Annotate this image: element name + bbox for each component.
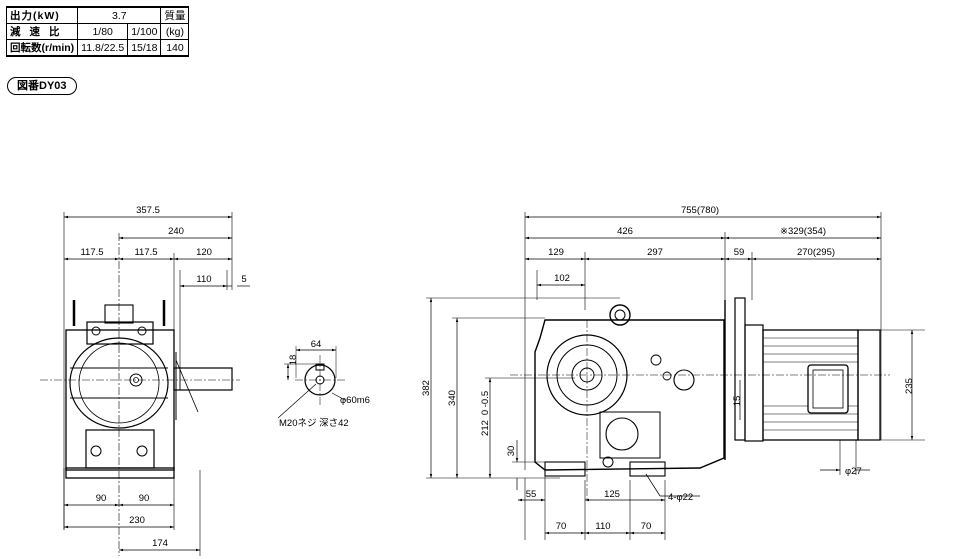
ratio-1: 1/80 — [77, 23, 129, 40]
dim-90-a: 90 — [96, 493, 107, 504]
dim-64: 64 — [311, 339, 322, 350]
dim-30: 30 — [506, 446, 517, 457]
dim-382: 382 — [421, 380, 432, 396]
dim-129: 129 — [548, 247, 564, 258]
spec-table: 出力(kW) 3.7 質量 減速比 1/80 1/100 (kg) 回転数(r/… — [5, 6, 190, 57]
dim-holes: 4-φ22 — [668, 492, 693, 503]
dim-phi27: φ27 — [845, 466, 862, 477]
figure-number-label: 図番DY03 — [7, 77, 77, 95]
dim-235: 235 — [904, 378, 915, 394]
dim-212: 212 — [480, 420, 491, 436]
dim-55: 55 — [526, 489, 537, 500]
dim-18: 18 — [288, 355, 299, 366]
dim-59: 59 — [734, 247, 745, 258]
dim-240: 240 — [168, 226, 184, 237]
mass-value: 140 — [160, 39, 190, 57]
dim-117-5-b: 117.5 — [134, 247, 157, 258]
dim-426: 426 — [617, 226, 633, 237]
dim-120: 120 — [196, 247, 212, 258]
dim-70-a: 70 — [556, 521, 567, 532]
dim-212-tolerance: 0 -0.5 — [480, 391, 491, 415]
side-view — [426, 212, 925, 540]
dim-110-side: 110 — [595, 521, 610, 532]
dim-174: 174 — [152, 538, 168, 549]
dim-102: 102 — [554, 273, 570, 284]
dim-755: 755(780) — [681, 205, 719, 216]
dim-297: 297 — [647, 247, 663, 258]
dim-15: 15 — [732, 396, 743, 407]
dim-110: 110 — [196, 274, 211, 285]
dim-shaft-dia: φ60m6 — [340, 395, 370, 406]
dim-270: 270(295) — [797, 247, 835, 258]
dimension-labels: 357.5 240 117.5 117.5 120 110 5 90 90 23… — [80, 205, 915, 549]
tap-note: M20ネジ 深さ42 — [279, 418, 349, 429]
dim-70-b: 70 — [641, 521, 652, 532]
speed-2: 15/18 — [127, 39, 162, 57]
speed-label: 回転数(r/min) — [5, 39, 79, 57]
ratio-2: 1/100 — [127, 23, 162, 40]
dim-340: 340 — [447, 390, 458, 406]
dim-329: ※329(354) — [780, 226, 826, 237]
dim-230: 230 — [129, 515, 145, 526]
dim-125: 125 — [604, 489, 620, 500]
dim-5: 5 — [241, 274, 246, 285]
mass-unit: (kg) — [160, 23, 190, 40]
dim-117-5-a: 117.5 — [80, 247, 103, 258]
ratio-label: 減速比 — [5, 23, 79, 40]
dim-357-5: 357.5 — [136, 205, 160, 216]
dim-90-b: 90 — [139, 493, 150, 504]
front-view — [40, 212, 346, 556]
